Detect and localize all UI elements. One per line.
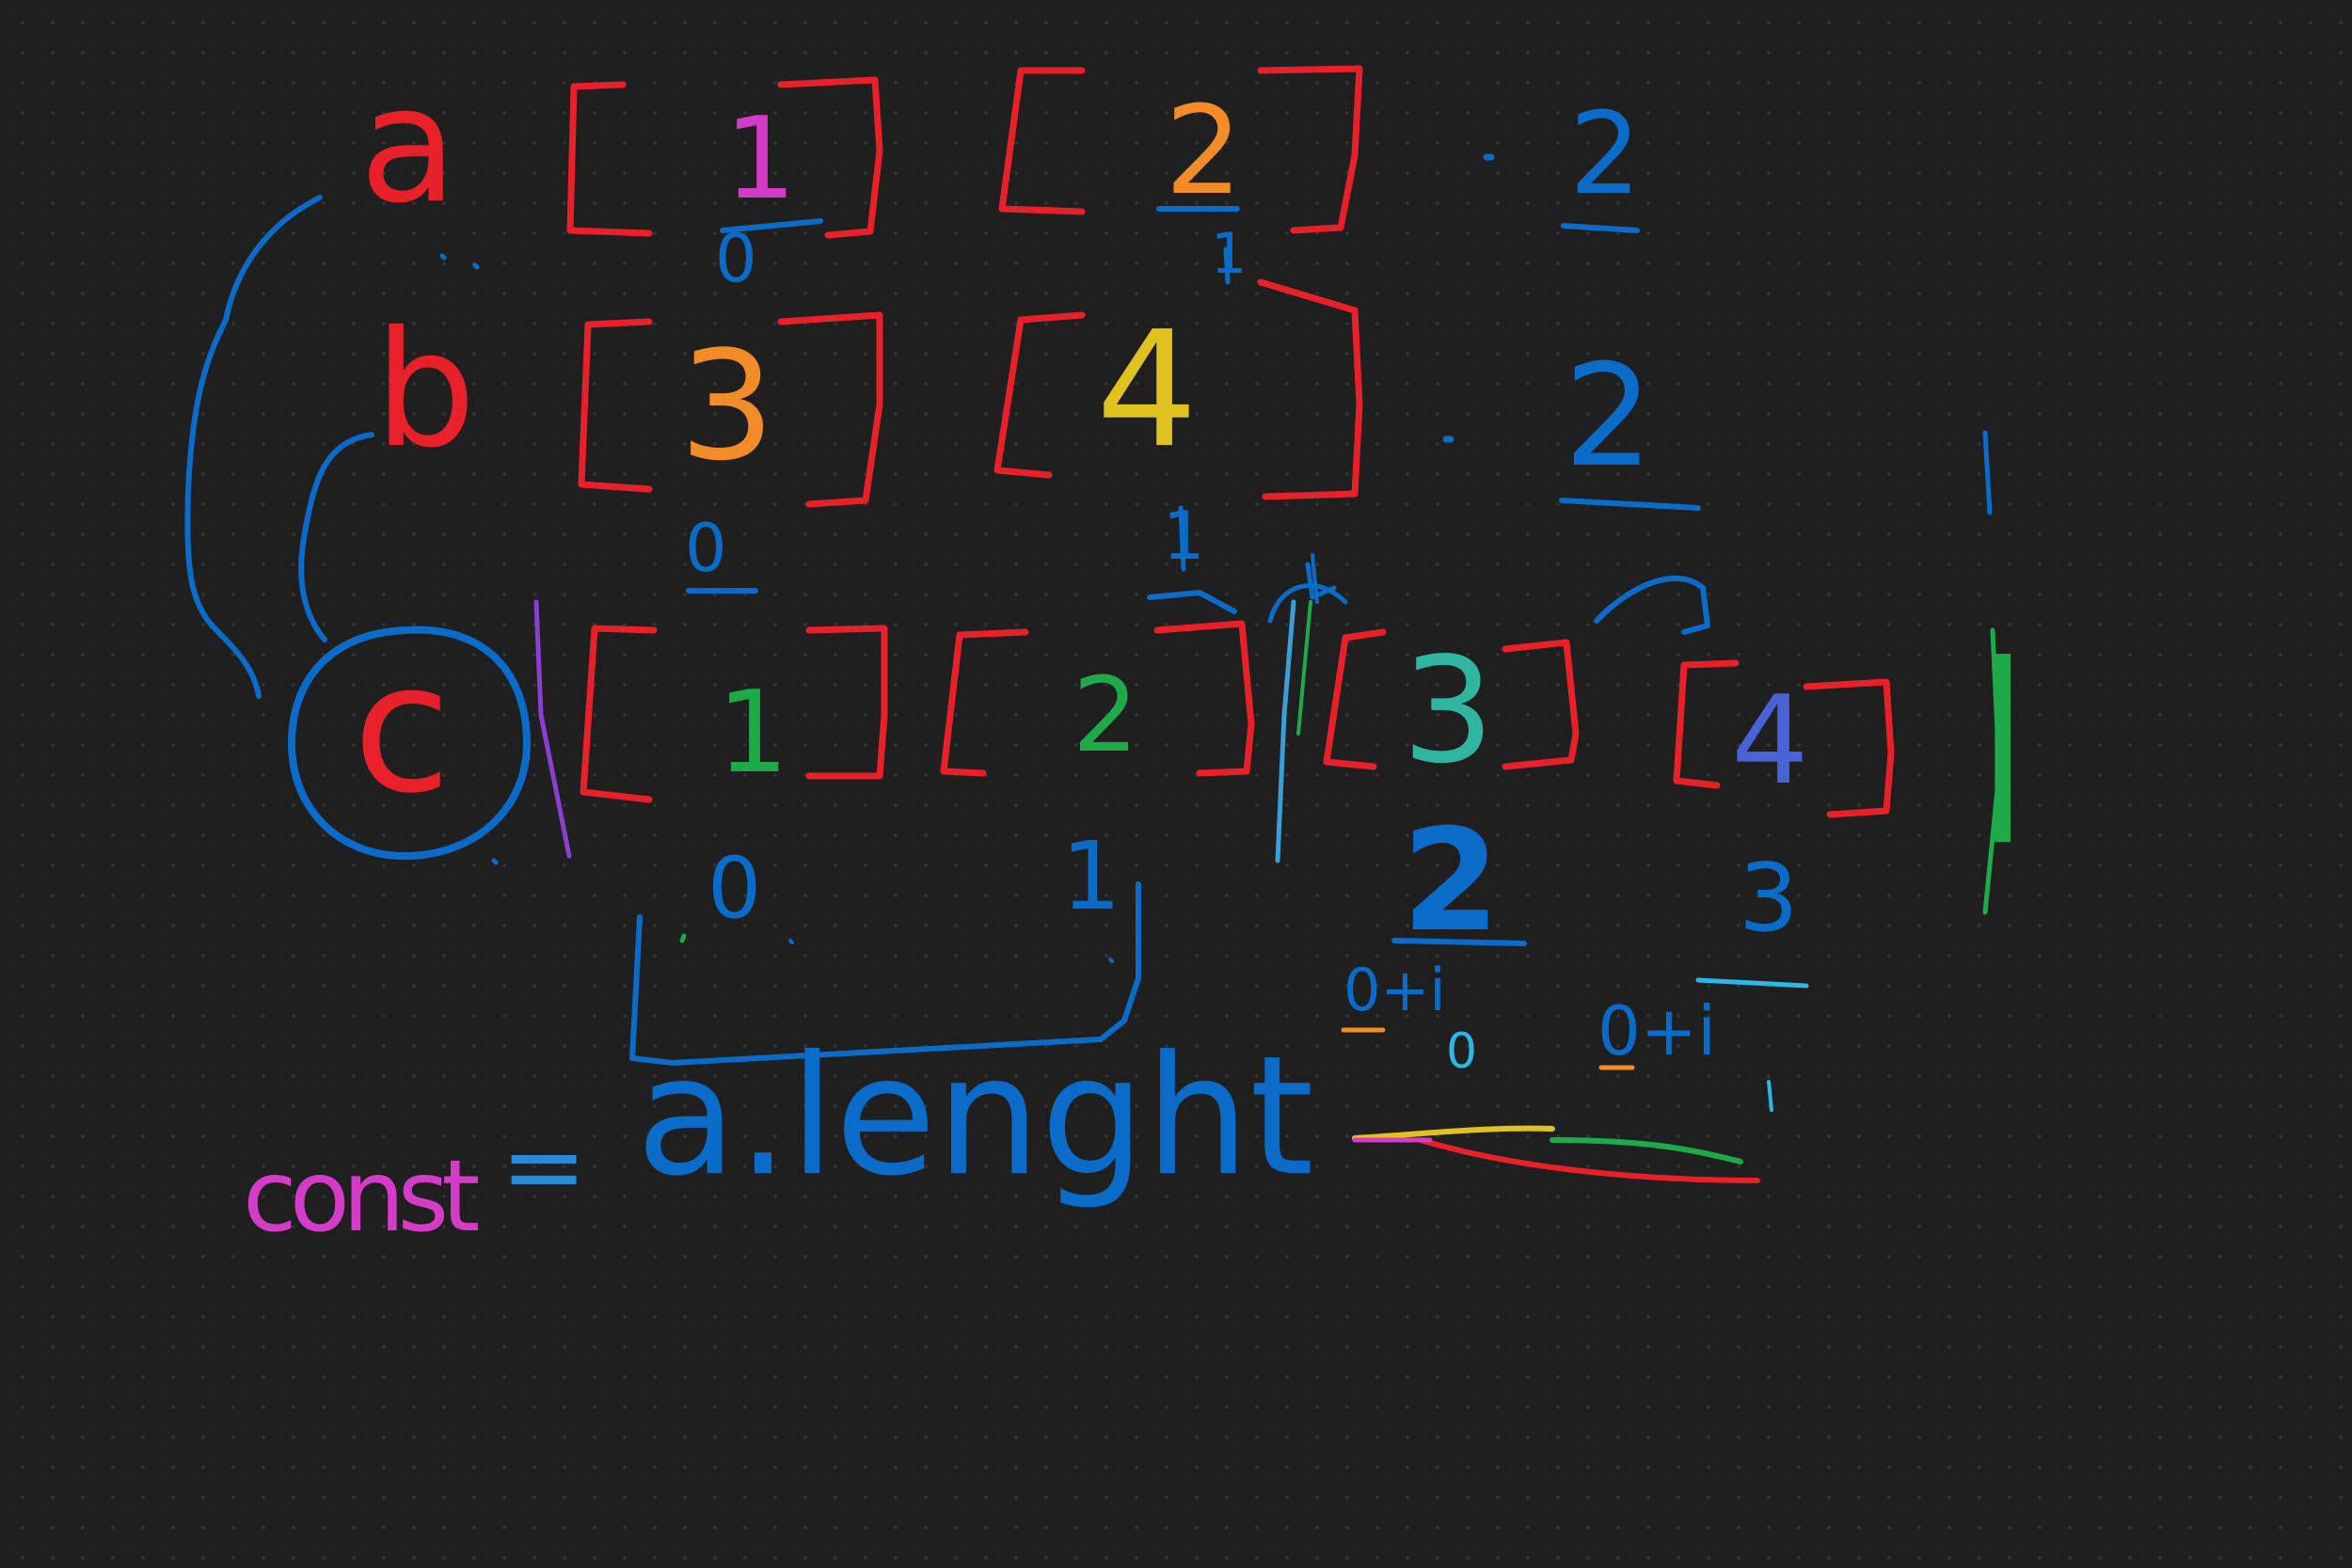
bracket-b0-right — [777, 311, 883, 508]
bracket-c2-right — [1502, 639, 1580, 770]
circle-around-c — [288, 626, 531, 860]
bracket-b0-left — [578, 318, 653, 493]
arrow-tick-top — [1311, 553, 1319, 604]
underline-index-a0 — [720, 218, 823, 233]
underline-index-b1 — [1147, 590, 1237, 614]
row-a-count: 2 — [1569, 89, 1642, 220]
cell-c-index-1: 1 — [1061, 821, 1121, 931]
offset-formula-2: 0+i — [1597, 991, 1717, 1070]
cell-b-value-0: 3 — [679, 318, 775, 494]
row-b-count: 2 — [1564, 335, 1654, 499]
bracket-c3-left — [1673, 659, 1740, 789]
underline-index-2 — [1391, 938, 1527, 946]
cell-a-value-0: 1 — [724, 94, 797, 225]
underline-count-b — [1559, 498, 1701, 511]
underline-zero-label: 0 — [1446, 1023, 1478, 1080]
rainbow-sweep-bottom — [1418, 1137, 1760, 1183]
arrow-move-4 — [1594, 576, 1706, 624]
underline-index-3 — [1695, 977, 1809, 989]
dot-idx-1 — [788, 939, 794, 944]
cell-a-value-1: 2 — [1165, 79, 1243, 222]
row-label-b: b — [374, 297, 476, 483]
cell-a-index-1: 1 — [1211, 221, 1248, 287]
code-expression: a.lenght — [636, 1022, 1314, 1212]
rainbow-sweep-top — [1352, 1125, 1555, 1141]
row-label-a: a — [359, 53, 458, 239]
code-keyword-const: const — [243, 1139, 480, 1254]
underline-tick-under-i — [1767, 1080, 1773, 1112]
arrow-move-3 — [1267, 583, 1348, 624]
brace-a-to-c — [184, 195, 323, 699]
bracket-b1-left — [993, 311, 1086, 479]
bracket-a0-right — [777, 76, 883, 239]
dot-a-2 — [472, 262, 480, 270]
index-tick-a1 — [1223, 246, 1231, 285]
cell-a-index-0: 0 — [715, 220, 757, 297]
end-mark: | — [1971, 624, 2035, 843]
bracket-a0-left — [566, 81, 653, 237]
offset-formula-1: 0+i — [1343, 956, 1446, 1024]
cell-b-index-0: 0 — [685, 510, 727, 587]
bracket-b1-right — [1257, 278, 1363, 500]
brace-b-to-c — [298, 432, 374, 642]
code-assign-operator: = — [501, 1106, 588, 1227]
underline-count-a — [1561, 223, 1640, 233]
dot-green — [679, 933, 687, 943]
arrow-move-4-head — [1681, 585, 1710, 635]
cell-c-index-3: 3 — [1739, 843, 1799, 953]
row-label-c: c — [353, 625, 452, 832]
bracket-a1-left — [998, 67, 1086, 215]
rainbow-sweep-green — [1549, 1137, 1743, 1164]
cell-b-index-1: 1 — [1163, 498, 1205, 575]
dot-c-1 — [491, 858, 499, 865]
cell-b-value-1: 4 — [1096, 297, 1199, 483]
index-tick-b1 — [1178, 505, 1186, 572]
dot-a-1 — [439, 253, 447, 261]
arrow-move-3-head — [1305, 562, 1337, 600]
bracket-c2-left — [1323, 628, 1387, 770]
divider-multicolor-2 — [1296, 600, 1312, 736]
cell-c-value-3: 4 — [1731, 669, 1809, 812]
end-bar-right — [1982, 627, 2002, 915]
end-bar-top — [1982, 430, 1993, 515]
bracket-c0-left — [580, 625, 658, 803]
bracket-c0-right — [805, 625, 888, 780]
cell-c-index-0: 0 — [707, 839, 762, 938]
bracket-c1-left — [940, 628, 1029, 777]
bracket-c1-right — [1153, 620, 1255, 777]
bracket-a1-right — [1257, 65, 1363, 234]
bracket-c3-right — [1803, 678, 1895, 818]
divider-purple — [533, 599, 572, 859]
group-bracket-indices — [629, 881, 1141, 1066]
cell-c-value-0: 1 — [717, 668, 789, 799]
cell-c-index-2: 2 — [1402, 800, 1501, 963]
cell-c-value-2: 3 — [1402, 626, 1495, 796]
dot-idx-2 — [1108, 958, 1114, 963]
cell-c-value-1: 2 — [1073, 655, 1138, 775]
divider-multicolor — [1275, 599, 1296, 863]
